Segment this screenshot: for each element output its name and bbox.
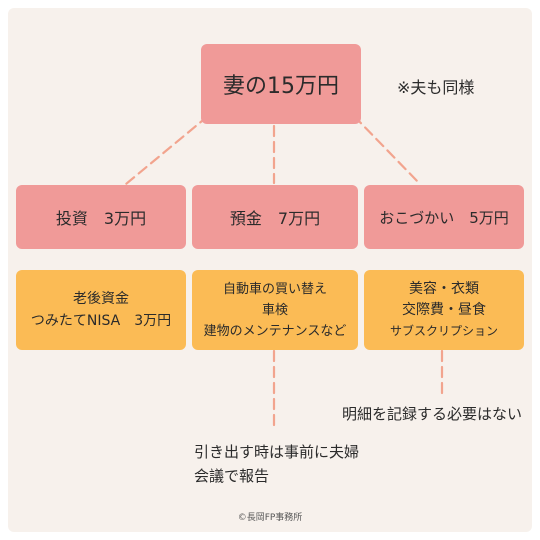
detail-line: つみたてNISA 3万円 xyxy=(30,313,172,329)
copyright-credit: ©長岡FP事務所 xyxy=(237,513,303,523)
detail-line: 美容・衣類 xyxy=(409,280,479,297)
diagram-canvas: 妻の15万円 ※夫も同様 投資 3万円 預金 7万円 おこづかい 5万円 老後資… xyxy=(8,8,532,532)
connector-lines xyxy=(124,114,444,430)
detail-line: 建物のメンテナンスなど xyxy=(203,323,347,339)
category-box-investment: 投資 3万円 xyxy=(16,185,186,249)
connector-root-to-investment xyxy=(124,114,210,186)
category-amount: 5万円 xyxy=(469,208,509,227)
detail-box-allowance: 美容・衣類 交際費・昼食 サブスクリプション xyxy=(364,270,524,350)
note-no-record-needed: 明細を記録する必要はない xyxy=(342,405,523,423)
note-line: 引き出す時は事前に夫婦 xyxy=(194,443,360,461)
detail-box-savings: 自動車の買い替え 車検 建物のメンテナンスなど xyxy=(192,270,358,350)
detail-line: 車検 xyxy=(261,302,288,318)
connector-root-to-allowance xyxy=(352,114,422,186)
category-name: おこづかい xyxy=(379,208,455,227)
category-name: 投資 xyxy=(55,209,88,228)
category-amount: 3万円 xyxy=(103,209,147,228)
detail-box-investment: 老後資金 つみたてNISA 3万円 xyxy=(16,270,186,350)
note-line: 会議で報告 xyxy=(194,467,270,485)
note-withdrawal-consult: 引き出す時は事前に夫婦 会議で報告 xyxy=(194,440,359,488)
detail-line: 交際費・昼食 xyxy=(402,301,486,318)
root-box-wife-budget: 妻の15万円 xyxy=(201,44,361,124)
detail-line: 自動車の買い替え xyxy=(222,281,327,297)
root-label: 妻の15万円 xyxy=(223,74,339,99)
note-husband-same: ※夫も同様 xyxy=(397,78,475,97)
category-amount: 7万円 xyxy=(277,209,321,228)
detail-line: 老後資金 xyxy=(73,291,129,307)
category-box-savings: 預金 7万円 xyxy=(192,185,358,249)
category-name: 預金 xyxy=(229,209,262,228)
category-box-allowance: おこづかい 5万円 xyxy=(364,185,524,249)
detail-line: サブスクリプション xyxy=(389,323,498,338)
